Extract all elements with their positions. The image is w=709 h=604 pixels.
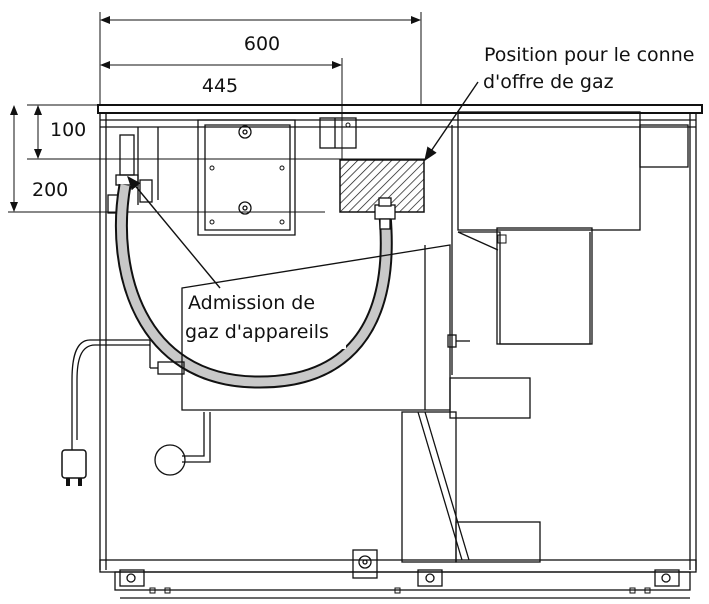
top-bracket [319, 117, 357, 149]
gas-hose-inner [116, 184, 391, 387]
dimension-100-label: 100 [50, 119, 86, 141]
dimension-445: 445 [100, 58, 343, 160]
dimension-100: 100 [27, 104, 425, 160]
appliance-gas-inlet-label-2: gaz d'appareils [185, 321, 329, 343]
drain-valve [154, 412, 211, 476]
hose-fitting [374, 197, 396, 230]
appliance-body [181, 244, 541, 563]
appliance-gas-inlet-valve [107, 127, 159, 214]
gas-supply-leader [424, 81, 479, 162]
dimension-600: 600 [99, 12, 422, 104]
dimension-445-label: 445 [202, 75, 238, 97]
cabinet-outline [97, 104, 703, 599]
power-cable [71, 339, 185, 440]
gas-supply-position-label-1: Position pour le conne [484, 44, 694, 66]
dimension-600-label: 600 [244, 33, 280, 55]
cabinet-feet [119, 549, 680, 594]
plug-icon [61, 440, 87, 486]
gas-inlet-leader [127, 175, 221, 289]
appliance-gas-inlet-label-1: Admission de [188, 292, 315, 314]
mounting-plate [197, 119, 296, 236]
dimension-200-label: 200 [32, 179, 68, 201]
right-unit [451, 111, 689, 375]
dimension-200: 200 [8, 105, 325, 213]
gas-supply-position-label-2: d'offre de gaz [483, 71, 614, 93]
right-small-valve [447, 334, 470, 348]
